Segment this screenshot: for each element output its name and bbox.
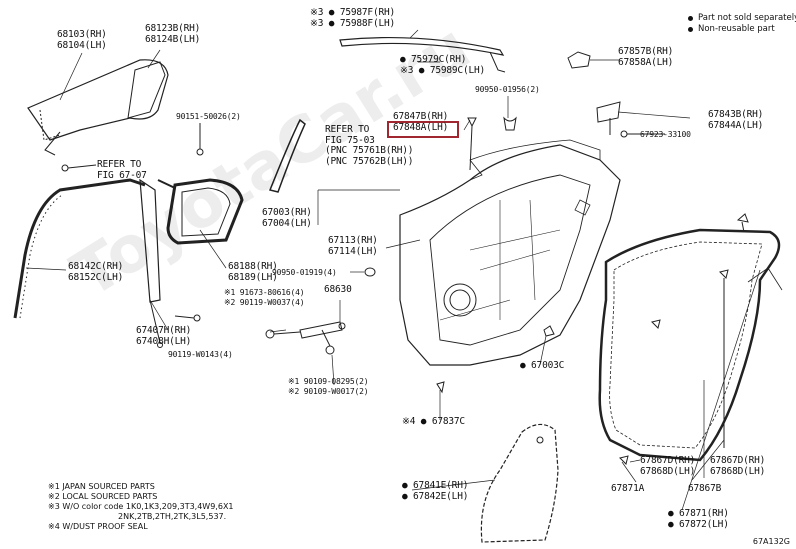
note-1: ※1 JAPAN SOURCED PARTS [48,482,155,491]
legend: Part not sold separately Non-reusable pa… [688,13,796,35]
door-weatherstrip-67871 [598,228,783,462]
label-67867b: 67867B [688,483,722,494]
hinge-bolt [265,329,335,355]
note-3: ※3 W/O color code 1K0,1K3,209,3T3,4W9,6X… [48,502,234,511]
figure-code: 67A132G [752,537,790,546]
label-67857: 67857B(RH)67858A(LH) [618,46,674,68]
rear-door-glass [27,59,169,156]
grommet-90950-01919 [364,267,376,277]
filled-dot-icon [688,16,693,21]
label-67003: 67003(RH)67004(LH) [262,207,312,229]
label-67871a: 67871A [611,483,645,494]
label-90950-01919: 90950-01919(4) [272,268,337,277]
footnotes: ※1 JAPAN SOURCED PARTS ※2 LOCAL SOURCED … [48,482,234,532]
clip-67848 [467,117,477,171]
plug-67003c [543,325,555,337]
label-67837: ※4 ● 67837C [402,416,465,427]
screw-67923 [620,130,665,138]
frame-moulding-75761 [268,118,306,193]
belt-moulding-75987 [339,36,505,56]
bolt-90950-01956 [503,116,517,131]
label-67407: 67407H(RH)67408H(LH) [136,325,192,347]
label-67003c: ● 67003C [520,360,565,371]
quarter-window-glass [127,61,166,119]
label-91673: ※1 91673-80616(4)※2 90119-W0037(4) [224,288,305,307]
weatherstrip-clip [619,213,749,465]
label-67113: 67113(RH)67114(LH) [328,235,378,257]
label-75979: ● 75979C(RH)※3 ● 75989C(LH) [400,54,486,76]
rear-door-panel [399,139,621,366]
quarter-window-frame-68188 [166,178,244,245]
label-67867-b: 67867D(RH)67868D(LH) [710,455,766,477]
service-hole-cover-67841 [480,423,559,543]
bracket-67857 [567,51,591,69]
highlight-box [387,121,459,138]
run-channel-68142 [13,178,146,319]
note-4: ※4 W/DUST PROOF SEAL [48,522,148,531]
legend-item-non-reusable: Non-reusable part [688,24,796,35]
label-90151: 90151-50026(2) [176,112,241,121]
leader-lines [25,29,761,511]
label-67923: 67923-33100 [640,130,691,139]
label-68142: 68142C(RH)68152C(LH) [68,261,124,283]
dust-seal-67837 [436,381,445,394]
filled-dot-icon [688,27,693,32]
label-67843: 67843B(RH)67844A(LH) [708,109,764,131]
note-2: ※2 LOCAL SOURCED PARTS [48,492,158,501]
legend-item-not-sold: Part not sold separately [688,13,796,24]
label-90109: ※1 90109-08295(2)※2 90109-W0017(2) [288,377,369,396]
label-67871: ● 67871(RH)● 67872(LH) [668,508,729,530]
label-75987: ※3 ● 75987F(RH)※3 ● 75988F(LH) [310,7,396,29]
division-bar-screw [149,299,201,348]
label-68123: 68123B(RH)68124B(LH) [145,23,201,45]
division-bar-67407 [139,178,176,303]
door-check-68630 [299,321,346,339]
label-90119-w0143: 90119-W0143(4) [168,350,233,359]
glass-bolt [196,123,204,156]
label-67847: 67847B(RH) [393,111,449,122]
label-90950-01956: 90950-01956(2) [475,85,540,94]
label-68103: 68103(RH)68104(LH) [57,29,107,51]
bracket-67843 [596,101,621,135]
note-3b: 2NK,2TB,2TH,2TK,3L5,537. [118,512,227,521]
label-68630: 68630 [324,284,352,295]
label-67848: 67848A(LH) [393,122,449,133]
refer-clip-6707 [61,164,97,172]
label-67841: ● 67841E(RH)● 67842E(LH) [402,480,469,502]
label-68188: 68188(RH)68189(LH) [228,261,278,283]
label-67867-a: 67867D(RH)67868D(LH) [640,455,696,477]
belt-moulding-clip [489,51,506,73]
